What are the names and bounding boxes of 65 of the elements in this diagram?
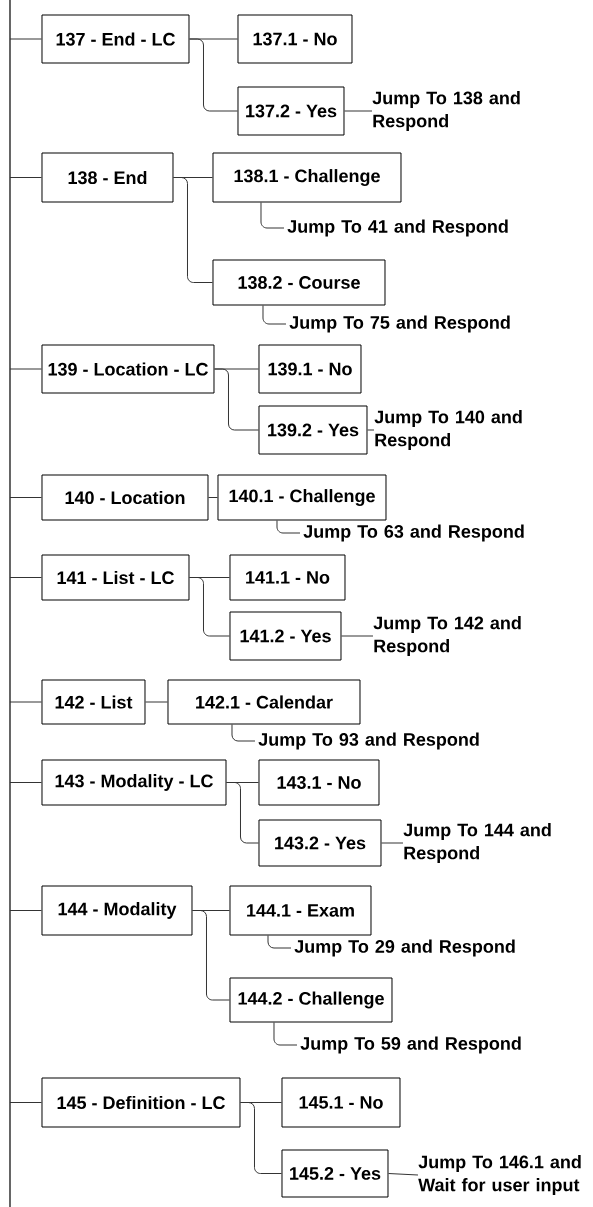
- jump-note: Jump To 93 and Respond: [258, 732, 479, 750]
- connector: [262, 305, 287, 325]
- vertical-line: [9, 0, 11, 1207]
- step-box: 138.1 - Challenge: [212, 152, 402, 203]
- step-box: 139.1 - No: [258, 344, 362, 394]
- connector: [9, 782, 42, 783]
- step-box: 139 - Location - LC: [41, 344, 215, 394]
- connector: [9, 177, 42, 178]
- connector: [240, 1102, 282, 1174]
- step-box: 141 - List - LC: [41, 554, 190, 601]
- connector: [9, 497, 42, 498]
- jump-note: Jump To 144 and Respond: [403, 823, 551, 863]
- step-box: 143.1 - No: [258, 759, 380, 806]
- jump-note: Jump To 59 and Respond: [300, 1036, 521, 1054]
- jump-note: Jump To 140 and Respond: [374, 410, 522, 450]
- connector: [9, 38, 42, 40]
- step-box: 138 - End: [41, 152, 174, 203]
- connector: [9, 701, 42, 703]
- connector: [189, 38, 238, 112]
- connector: [388, 1173, 419, 1176]
- connector: [9, 1102, 42, 1103]
- step-box: 145.2 - Yes: [281, 1149, 389, 1198]
- jump-note: Jump To 29 and Respond: [294, 939, 515, 957]
- connector: [341, 635, 374, 637]
- connector: [9, 368, 42, 370]
- connector: [344, 110, 373, 112]
- step-box: 143 - Modality - LC: [41, 759, 227, 806]
- connector: [226, 782, 259, 844]
- connector: [145, 701, 168, 703]
- connector: [276, 520, 301, 534]
- connector: [9, 577, 42, 578]
- jump-note: Jump To 138 and Respond: [372, 91, 520, 131]
- step-box: 141.1 - No: [229, 554, 346, 601]
- connector: [9, 910, 42, 911]
- step-box: 138.2 - Course: [212, 259, 386, 306]
- connector: [208, 497, 218, 498]
- step-box: 144 - Modality: [41, 885, 193, 936]
- connector: [367, 429, 375, 431]
- step-box: 145 - Definition - LC: [41, 1077, 241, 1128]
- step-box: 141.2 - Yes: [229, 611, 342, 661]
- step-box: 144.1 - Exam: [229, 885, 372, 936]
- step-box: 142.1 - Calendar: [167, 679, 361, 725]
- step-box: 140.1 - Challenge: [217, 474, 387, 521]
- jump-note: Jump To 63 and Respond: [303, 524, 524, 542]
- jump-note: Jump To 142 and Respond: [373, 616, 521, 656]
- step-box: 137.1 - No: [237, 14, 353, 64]
- connector: [192, 910, 230, 1001]
- connector: [214, 368, 259, 431]
- step-box: 144.2 - Challenge: [229, 977, 393, 1023]
- jump-note: Jump To 146.1 and Wait for user input: [418, 1155, 581, 1195]
- connector: [260, 202, 285, 229]
- connector: [231, 724, 256, 742]
- step-box: 142 - List: [41, 679, 146, 725]
- step-box: 140 - Location: [41, 474, 209, 521]
- connector: [381, 842, 404, 844]
- step-box: 143.2 - Yes: [258, 819, 382, 867]
- jump-note: Jump To 41 and Respond: [287, 219, 508, 237]
- step-box: 145.1 - No: [281, 1077, 401, 1128]
- step-box: 137 - End - LC: [41, 14, 190, 64]
- step-box: 139.2 - Yes: [258, 405, 368, 455]
- connector: [173, 177, 213, 283]
- jump-note: Jump To 75 and Respond: [289, 315, 510, 333]
- connector: [273, 1022, 298, 1046]
- connector: [189, 577, 230, 637]
- step-box: 137.2 - Yes: [237, 86, 345, 136]
